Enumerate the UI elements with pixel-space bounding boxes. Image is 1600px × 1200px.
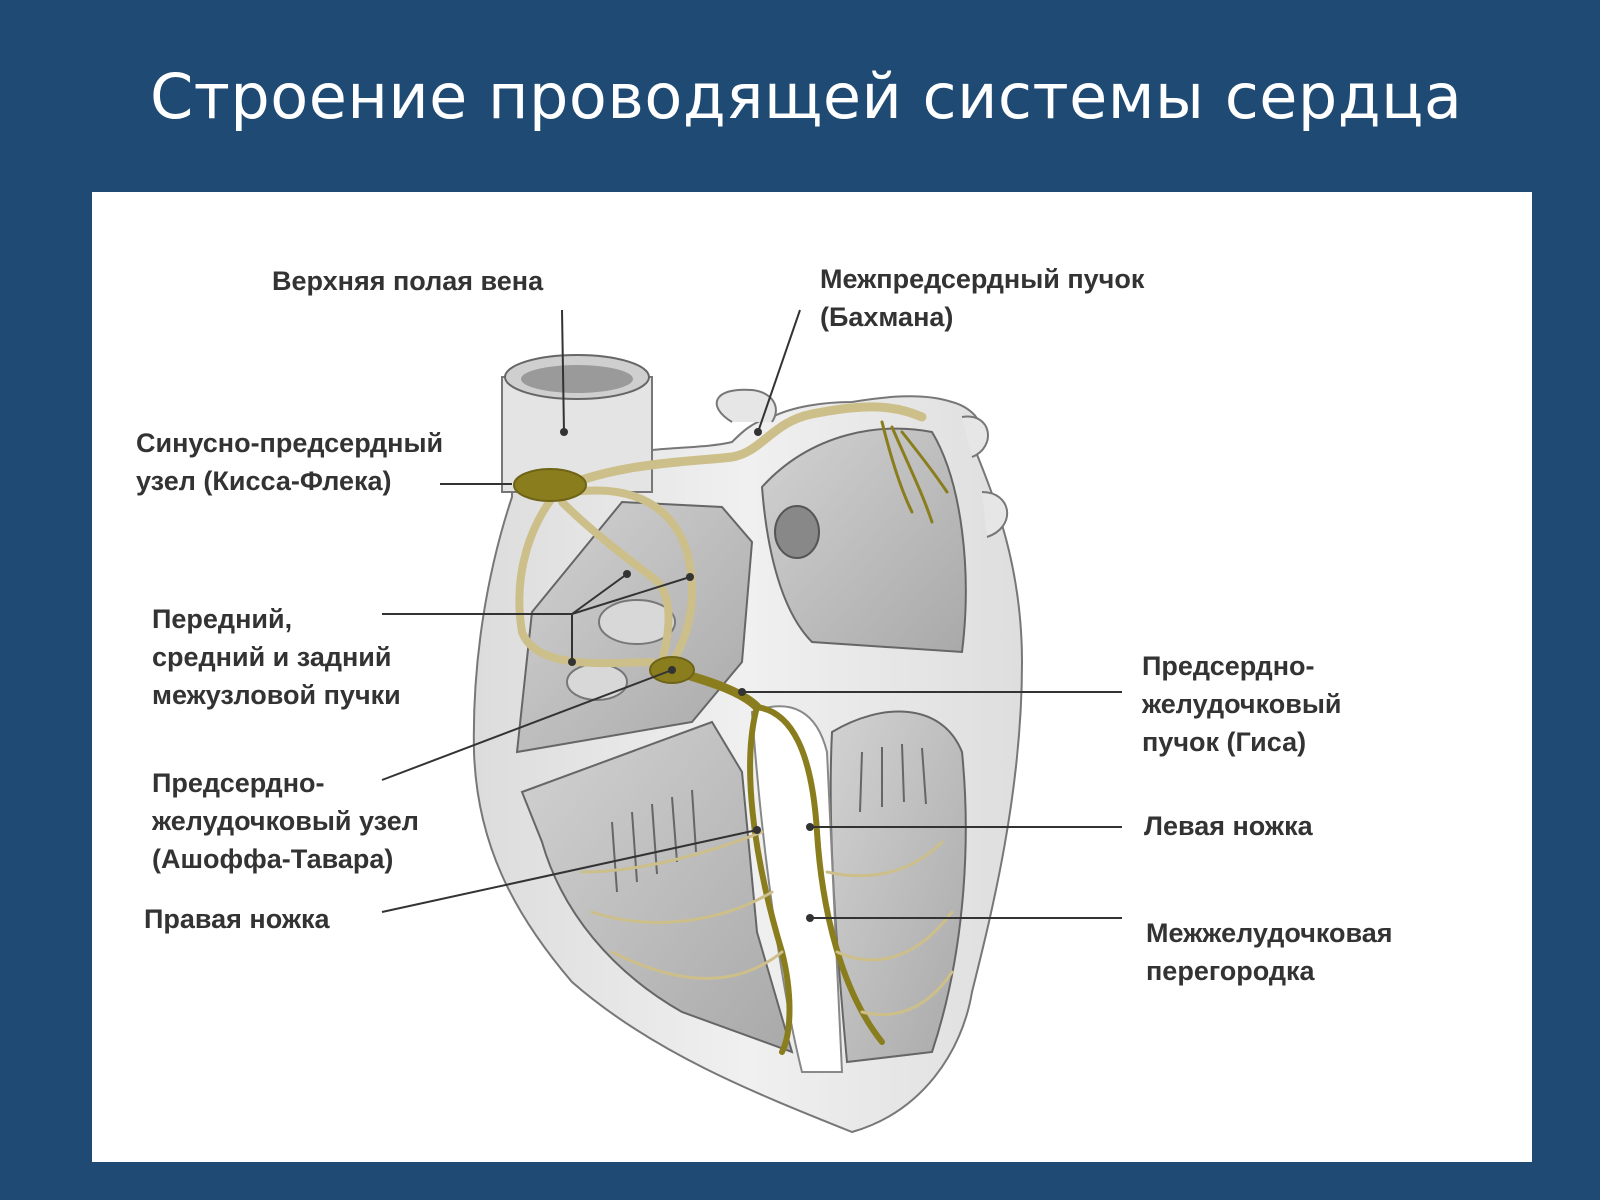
label-left-bundle-branch: Левая ножка [1144,811,1313,841]
trabeculae [611,743,927,893]
label-superior-vena-cava: Верхняя полая вена [272,266,544,296]
sa-node [513,468,587,502]
internodal-posterior [568,486,696,666]
leader-vena-cava [561,309,565,433]
leader-dots [560,428,814,922]
slide-title: Строение проводящей системы сердца [150,60,1463,133]
heart-diagram [381,309,1122,1134]
pulmonary-vein-upper [961,415,989,458]
right-ventricle [520,720,794,1054]
leader-internodal-c [571,576,691,615]
leader-av-node [381,669,673,781]
diagram-panel: Верхняя полая вена Межпредсердный пучок(… [92,192,1532,1162]
right-branch-path [747,704,793,1055]
left-atrial-appendage [715,388,777,423]
label-right-bundle-branch: Правая ножка [144,904,330,934]
septum [750,705,844,1073]
bachmann-path [547,402,927,497]
leader-lines [381,309,1122,919]
leader-bachmann [757,309,801,433]
left-atrium [760,427,967,654]
internodal-anterior [515,488,656,668]
left-branch-path [754,704,885,1045]
leader-right-branch [381,829,758,913]
label-av-node: Предсердно-желудочковый узел(Ашоффа-Тава… [152,768,419,874]
leader-internodal-b [571,573,628,615]
internodal-middle [558,498,673,666]
pulmonary-vein-lower [981,491,1008,538]
label-bachmann-bundle: Межпредсердный пучок(Бахмана) [820,264,1145,332]
